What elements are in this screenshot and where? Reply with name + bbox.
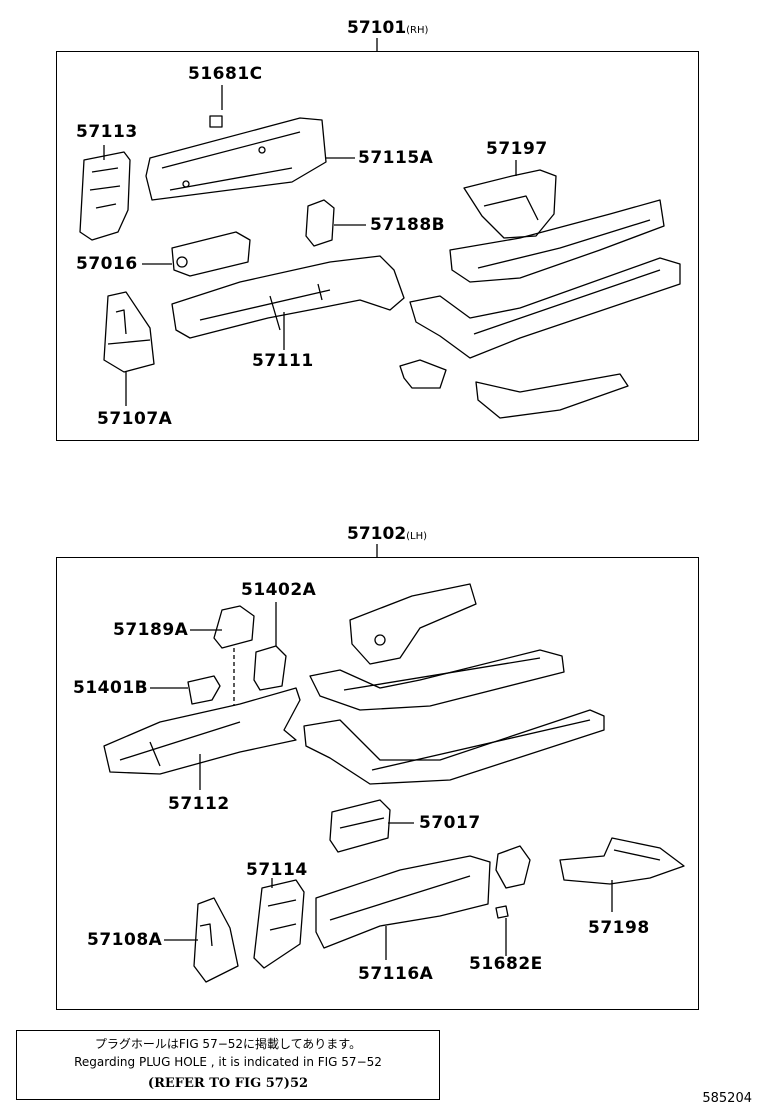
rh-assembly-label: 57101(RH) <box>347 20 428 37</box>
rh-side-rail-shapes <box>399 199 681 419</box>
part-label-57115a[interactable]: 57115A <box>358 148 434 168</box>
part-51681c-shape <box>209 85 223 128</box>
note-line-japanese: プラグホールはFIG 57−52に掲載してあります。 <box>94 1037 362 1051</box>
part-57111-shape <box>171 255 405 350</box>
part-label-57188b[interactable]: 57188B <box>370 215 446 235</box>
part-57198-shape <box>559 837 685 912</box>
part-51402a-shape <box>253 602 287 691</box>
part-label-57107a[interactable]: 57107A <box>97 409 173 429</box>
part-57108a-shape <box>164 897 239 983</box>
part-57017-shape <box>329 799 414 853</box>
part-label-51402a[interactable]: 51402A <box>241 580 317 600</box>
part-57113-shape <box>79 145 131 241</box>
lh-suffix: (LH) <box>406 531 428 542</box>
part-label-57017[interactable]: 57017 <box>419 813 481 833</box>
lh-assembly-frame <box>56 557 699 1010</box>
note-line-english: Regarding PLUG HOLE , it is indicated in… <box>74 1055 382 1069</box>
rh-suffix: (RH) <box>406 25 429 36</box>
part-57116a-shape <box>315 855 491 960</box>
part-label-57113[interactable]: 57113 <box>76 122 138 142</box>
lh-assembly-number: 57102 <box>347 524 407 544</box>
plug-hole-note: プラグホールはFIG 57−52に掲載してあります。 Regarding PLU… <box>16 1030 440 1100</box>
part-label-51401b[interactable]: 51401B <box>73 678 149 698</box>
part-57188b-shape <box>305 199 366 247</box>
part-label-51682e[interactable]: 51682E <box>469 954 543 974</box>
part-57114-shape <box>253 878 305 969</box>
part-57115a-shape <box>145 117 355 201</box>
part-label-57189a[interactable]: 57189A <box>113 620 189 640</box>
part-51401b-shape <box>150 675 221 705</box>
rh-assembly-frame <box>56 51 699 441</box>
part-label-57116a[interactable]: 57116A <box>358 964 434 984</box>
diagram-code: 585204 <box>702 1091 752 1106</box>
part-label-57016[interactable]: 57016 <box>76 254 138 274</box>
lh-assembly-label: 57102(LH) <box>347 526 427 543</box>
part-label-51681c[interactable]: 51681C <box>188 64 263 84</box>
part-label-57198[interactable]: 57198 <box>588 918 650 938</box>
note-refer-link[interactable]: (REFER TO FIG 57)52 <box>147 1076 309 1091</box>
part-label-57114[interactable]: 57114 <box>246 860 308 880</box>
part-57197-shape <box>463 160 557 239</box>
rh-assembly-number: 57101 <box>347 18 407 38</box>
part-57112-shape <box>103 687 301 790</box>
part-51682e-shape <box>495 845 531 956</box>
part-57107a-shape <box>103 291 155 406</box>
lh-rail-shapes <box>303 583 605 785</box>
part-label-57112[interactable]: 57112 <box>168 794 230 814</box>
part-57016-shape <box>142 231 251 277</box>
part-label-57108a[interactable]: 57108A <box>87 930 163 950</box>
part-57189a-shape <box>190 605 255 649</box>
part-label-57111[interactable]: 57111 <box>252 351 314 371</box>
part-label-57197[interactable]: 57197 <box>486 139 548 159</box>
